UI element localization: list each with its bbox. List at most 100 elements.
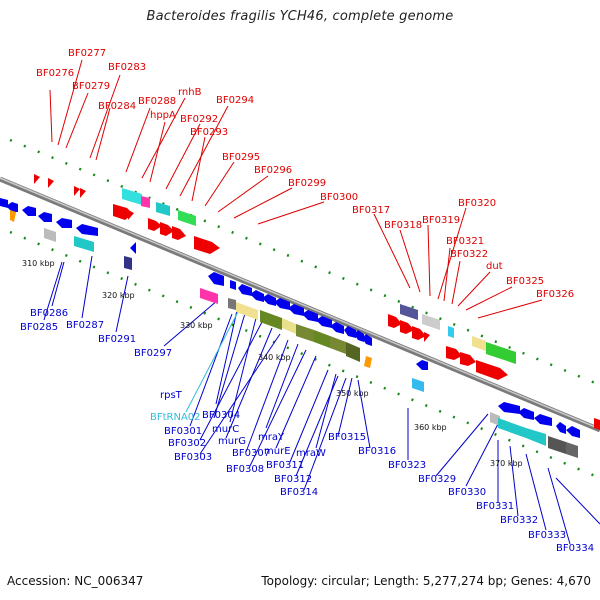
gene-label: BF0329 — [418, 474, 456, 485]
gene-label: BF0303 — [174, 452, 212, 463]
gene-label: BF0300 — [320, 192, 358, 203]
leader-line — [357, 379, 371, 449]
reverse-leader-lines — [43, 255, 600, 545]
leader-line — [217, 175, 269, 213]
leader-line — [213, 309, 247, 419]
gene-arrow — [130, 242, 136, 254]
gene-label: BF0321 — [446, 236, 484, 247]
gene-label: BF0322 — [450, 249, 488, 260]
gene-arrow — [262, 294, 276, 306]
leader-line — [295, 375, 339, 477]
leader-line — [81, 255, 93, 319]
gene-block — [296, 324, 314, 342]
gene-label: murC — [212, 424, 239, 435]
gene-block — [472, 336, 486, 351]
gene-label: BF0331 — [476, 501, 514, 512]
gene-block — [548, 436, 566, 454]
leader-line — [125, 107, 151, 173]
gene-block — [228, 298, 236, 310]
gene-block — [44, 228, 56, 242]
leader-line — [233, 187, 293, 219]
leader-line — [465, 286, 513, 311]
leader-line — [399, 229, 421, 293]
gene-label: BF0299 — [288, 178, 326, 189]
gene-block — [141, 196, 150, 208]
leader-line — [204, 161, 235, 207]
leader-line — [115, 275, 129, 333]
gene-arrow — [518, 408, 534, 420]
trna-leader-line — [185, 307, 241, 413]
gene-label: BF0316 — [358, 446, 396, 457]
gene-block — [346, 342, 360, 362]
leader-line — [229, 317, 257, 423]
leader-line — [303, 377, 347, 491]
gene-arrow — [22, 206, 36, 216]
gene-block — [400, 304, 418, 320]
gene-label: mraW — [296, 448, 326, 459]
gene-arrow — [250, 290, 264, 302]
gene-label: BF0295 — [222, 152, 260, 163]
gene-label: BF0312 — [274, 474, 312, 485]
leader-line — [149, 121, 166, 183]
map-title: Bacteroides fragilis YCH46, complete gen… — [146, 9, 454, 24]
gene-arrow — [288, 304, 304, 316]
gene-label: BF0304 — [202, 410, 240, 421]
leader-line — [179, 105, 229, 197]
kbp-tick-label: 350 kbp — [336, 389, 369, 398]
leader-line — [289, 369, 329, 463]
leader-line — [265, 343, 299, 429]
gene-arrow — [274, 298, 290, 310]
leader-line — [275, 355, 317, 449]
gene-label: BF0323 — [388, 460, 426, 471]
genome-backbone — [0, 176, 600, 433]
gene-label: dut — [486, 261, 503, 272]
gene-arrow — [302, 310, 318, 322]
gene-label: BF0325 — [506, 276, 544, 287]
gene-block — [526, 428, 546, 446]
gene-arrow — [230, 280, 236, 290]
gene-label: BF0286 — [30, 308, 68, 319]
gene-arrow — [316, 316, 332, 328]
gene-block — [486, 342, 516, 364]
gene-label: BF0314 — [280, 487, 318, 498]
gene-label: BF0315 — [328, 432, 366, 443]
leader-line — [427, 224, 431, 297]
gene-block — [330, 336, 346, 354]
leader-line — [51, 261, 65, 307]
leader-line — [451, 260, 461, 305]
gene-label: BF0287 — [66, 320, 104, 331]
gene-arrow — [74, 186, 80, 196]
leader-line — [435, 413, 489, 477]
leader-line — [525, 453, 547, 531]
gene-block — [490, 412, 500, 426]
leader-line — [465, 423, 499, 487]
kbp-tick-label: 360 kbp — [414, 423, 447, 432]
gene-label: BF0292 — [180, 114, 218, 125]
gene-block — [422, 314, 440, 330]
leader-line — [89, 74, 121, 159]
forward-genes — [34, 174, 516, 380]
kbp-tick-label: 320 kbp — [102, 291, 135, 300]
gene-label: BF0284 — [98, 101, 136, 112]
forward-leader-lines — [49, 59, 543, 319]
leader-line — [437, 207, 467, 300]
leader-line — [189, 313, 233, 427]
gene-arrow — [128, 210, 134, 220]
leader-line — [555, 477, 600, 525]
gene-label: BF0296 — [254, 165, 292, 176]
leader-line — [257, 201, 325, 225]
leader-line — [249, 349, 307, 467]
leader-line — [65, 92, 89, 149]
gene-arrow — [556, 422, 566, 434]
gene-block — [448, 326, 454, 338]
genome-backbone-highlight — [0, 177, 600, 430]
gene-label: BFtRNA02 — [150, 412, 201, 423]
gene-arrow — [148, 218, 162, 231]
gene-label: murG — [218, 436, 246, 447]
gene-arrow — [194, 236, 220, 254]
gene-block — [314, 330, 330, 348]
gene-label: BF0308 — [226, 464, 264, 475]
gene-label: BF0320 — [458, 198, 496, 209]
leader-line — [165, 123, 201, 190]
